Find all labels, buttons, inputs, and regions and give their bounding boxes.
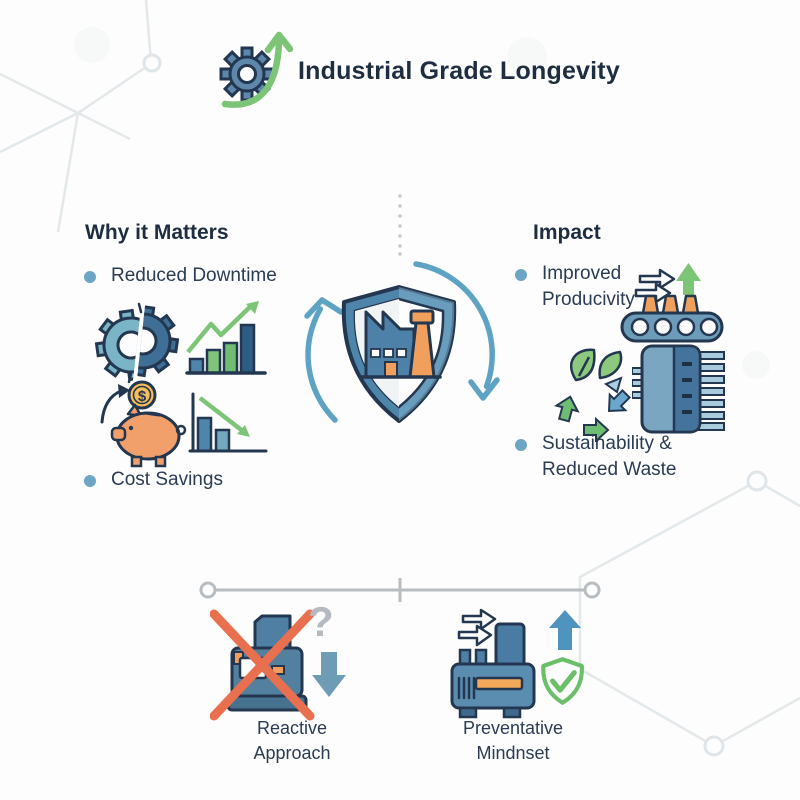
preventative-mindset-label: Preventative Mindnset (462, 718, 564, 763)
factory-icon (358, 309, 442, 379)
shield-factory-cycle-icon (304, 261, 500, 423)
industrial-radiator-icon (632, 344, 725, 434)
up-trend-arrowhead (246, 301, 259, 314)
bullet-cost-savings: Cost Savings (84, 467, 223, 493)
timeline-node-left (199, 581, 217, 599)
why-it-matters-heading: Why it Matters (85, 221, 229, 244)
timeline-node-right (583, 581, 601, 599)
reactive-approach-label: Reactive Approach (253, 718, 331, 763)
bullet-label-line1: Improved (542, 263, 622, 284)
down-trend-arrowhead (237, 425, 250, 437)
crossed-out-machine-icon (210, 609, 315, 721)
impact-heading: Impact (533, 221, 601, 244)
up-arrow-icon (676, 263, 701, 295)
speed-arrows-icon (634, 268, 676, 304)
growth-arrow-icon (221, 31, 294, 108)
recycle-leaves-icon (552, 348, 635, 442)
dotted-connector-line (398, 194, 402, 256)
gear-icon (219, 46, 275, 102)
bullet-label-line2: Reduced Waste (542, 459, 677, 480)
bullet-label-line1: Sustainability & (542, 433, 672, 454)
leaf-icon (569, 348, 623, 382)
conveyor-belt-icon (620, 263, 724, 343)
bullet-dot (84, 475, 96, 487)
down-arrow-icon (312, 652, 346, 697)
gear-growth-icon (219, 31, 294, 108)
green-check-shield-icon (541, 657, 584, 705)
broken-gear-icon (91, 301, 183, 385)
bullet-dot (84, 271, 96, 283)
red-x-icon (210, 609, 315, 721)
bullet-reduced-downtime: Reduced Downtime (84, 263, 277, 289)
bullet-sustainability: Sustainability & Reduced Waste (515, 431, 676, 483)
bullet-label: Reduced Downtime (111, 265, 277, 286)
checkmark-icon (550, 670, 577, 693)
declining-bar-chart-icon (188, 392, 268, 453)
speed-arrows-icon (457, 608, 497, 647)
bullet-dot (515, 439, 527, 451)
up-arrow-icon (549, 610, 581, 650)
question-mark: ? (308, 598, 334, 645)
timeline (199, 578, 601, 602)
piggy-bank-icon: $ (100, 380, 187, 468)
bullet-label: Cost Savings (111, 469, 223, 490)
bullet-dot (515, 269, 527, 281)
bullet-label-line2: Producivity (542, 289, 635, 310)
rising-bar-chart-icon (185, 301, 267, 375)
maintained-machine-icon (450, 622, 536, 719)
page-title: Industrial Grade Longevity (298, 57, 620, 85)
bullet-improved-productivity: Improved Producivity (515, 261, 635, 313)
coin-dollar-symbol: $ (138, 388, 147, 405)
cycle-arrows-icon (304, 261, 500, 423)
